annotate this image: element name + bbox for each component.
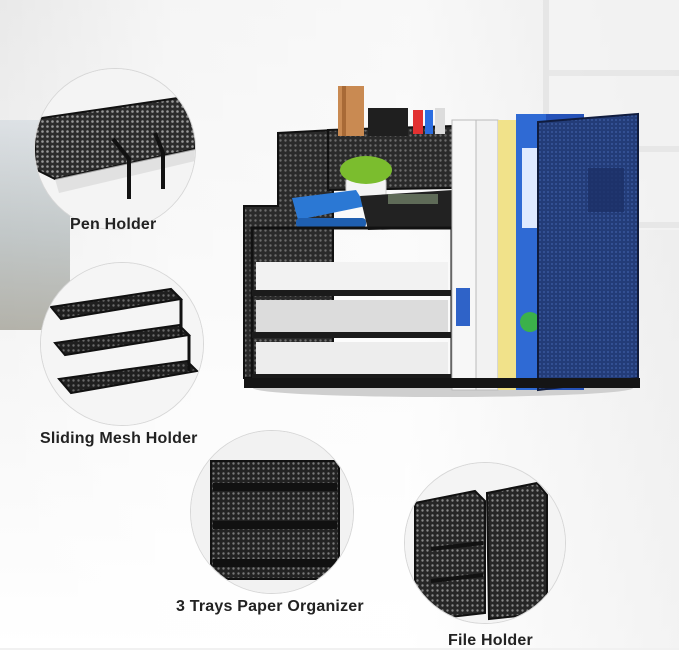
three-trays-paper-organizer-detail-image <box>190 430 354 594</box>
file-holder-detail-image <box>404 462 566 624</box>
sliding-mesh-holder-label: Sliding Mesh Holder <box>40 430 198 447</box>
desk-organizer-product <box>243 86 640 397</box>
pen-holder-label: Pen Holder <box>70 216 157 233</box>
sliding-mesh-holder-detail-image <box>40 262 204 426</box>
three-trays-paper-organizer-label: 3 Trays Paper Organizer <box>176 598 364 615</box>
pen-holder-detail-image <box>34 68 196 230</box>
file-holder-label: File Holder <box>448 632 533 649</box>
